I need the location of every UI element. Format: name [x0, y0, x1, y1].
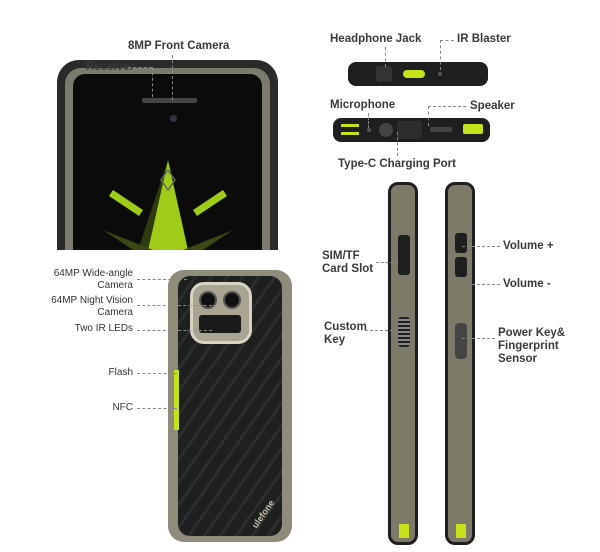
headphone-jack: [376, 66, 392, 82]
headphone-jack-label: Headphone Jack: [330, 33, 422, 45]
ir-blaster: [438, 72, 442, 76]
top-accent: [403, 70, 425, 78]
power-fingerprint-key: [455, 323, 467, 359]
back-phone-view: ulefone: [168, 270, 292, 542]
front-phone-view: [57, 60, 278, 250]
ir-leds-label: Two IR LEDs: [74, 323, 133, 334]
volume-down-label: Volume -: [503, 278, 551, 290]
custom-key: [398, 317, 410, 347]
speaker-grille: [430, 127, 452, 132]
volume-up-button: [455, 233, 467, 253]
camera-module: [190, 282, 252, 344]
volume-up-label: Volume +: [503, 240, 554, 252]
wide-camera-lens: [199, 291, 217, 309]
top-edge-view: [348, 62, 488, 86]
microphone: [367, 128, 371, 132]
side-accent: [174, 370, 179, 430]
type-c-label: Type-C Charging Port: [338, 158, 456, 170]
nfc-label: NFC: [112, 402, 133, 413]
microphone-label: Microphone: [330, 99, 396, 111]
right-side-view: [445, 182, 475, 545]
speaker-label: Speaker: [470, 100, 515, 112]
wallpaper-graphic: [103, 160, 233, 250]
sim-slot: [398, 235, 410, 275]
night-camera-lens: [223, 291, 241, 309]
receiver-label: Receiver: [86, 61, 134, 73]
bottom-edge-view: [333, 118, 490, 142]
volume-down-button: [455, 257, 467, 277]
ir-blaster-label: IR Blaster: [457, 33, 511, 45]
left-side-view: [388, 182, 418, 545]
ir-leds: [199, 315, 241, 333]
front-camera-label: 8MP Front Camera: [128, 40, 230, 52]
type-c-port-cover: [397, 121, 422, 139]
receiver-grille: [142, 98, 197, 103]
flash-label: Flash: [108, 367, 133, 378]
front-camera-icon: [170, 115, 177, 122]
